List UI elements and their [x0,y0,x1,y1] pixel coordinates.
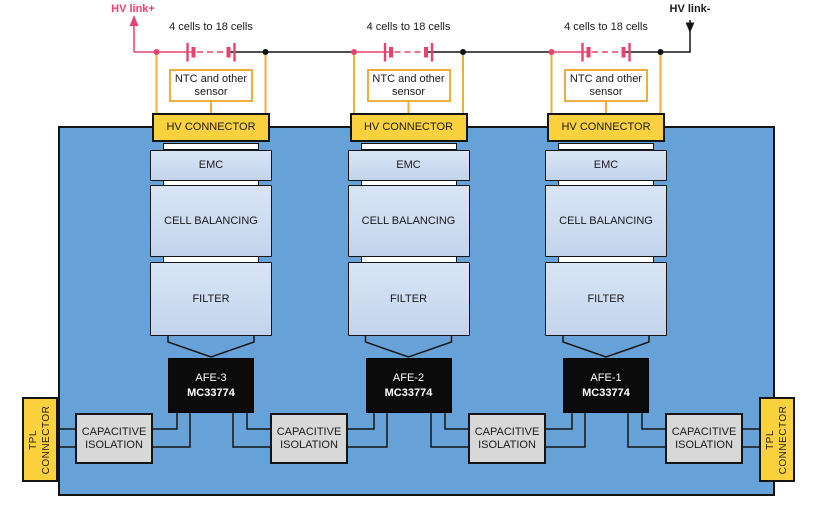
tpl-connector-label: TPL CONNECTOR [764,405,790,474]
ntc-line2: sensor [194,85,228,98]
bus-band [360,143,457,150]
hv-link-plus-label: HV link+ [111,3,155,15]
bus-band [558,143,654,150]
ntc-sensor-box-1: NTC and other sensor [169,69,253,102]
filter-label: FILTER [587,292,625,305]
filter-label: FILTER [192,292,230,305]
afe-name: AFE-3 [195,371,227,384]
junction-dots [153,49,664,55]
capacitive-isolation-2: CAPACITIVE ISOLATION [270,413,348,464]
afe-chip-2: AFE-2 MC33774 [365,358,452,413]
ntc-sensor-box-2: NTC and other sensor [366,69,451,102]
cell-balancing-label: CELL BALANCING [164,214,258,227]
tpl-line2: CONNECTOR [41,405,52,474]
emc-label: EMC [593,159,619,171]
filter-block-2: FILTER [347,262,470,336]
capacitive-isolation-line2: ISOLATION [675,438,733,451]
ntc-sensor-box-3: NTC and other sensor [564,69,648,102]
sensor-wires [155,52,662,117]
battery-cells-3 [581,43,631,62]
filter-block-1: FILTER [150,262,272,336]
cell-balancing-label: CELL BALANCING [361,214,456,227]
cells-label-1: 4 cells to 18 cells [169,21,253,33]
capacitive-isolation-4: CAPACITIVE ISOLATION [665,413,743,464]
capacitive-isolation-3: CAPACITIVE ISOLATION [468,413,546,464]
tpl-connector-label: TPL CONNECTOR [27,405,53,474]
cells-label-3: 4 cells to 18 cells [564,21,648,33]
capacitive-isolation-line1: CAPACITIVE [276,425,342,438]
filter-funnels [167,336,650,358]
cell-balancing-label: CELL BALANCING [559,214,653,227]
capacitive-isolation-line1: CAPACITIVE [671,425,737,438]
hv-link-plus-arrow [129,15,139,26]
afe-name: AFE-2 [392,371,425,384]
ntc-line2: sensor [589,85,623,98]
tpl-connector-right: TPL CONNECTOR [759,397,795,482]
ntc-line2: sensor [391,85,426,98]
hv-connector-3: HV CONNECTOR [547,113,665,142]
tpl-connector-left: TPL CONNECTOR [22,397,58,482]
ntc-line1: NTC and other [569,72,643,85]
capacitive-isolation-line1: CAPACITIVE [474,425,540,438]
afe-part-number: MC33774 [187,386,235,399]
emc-block-3: EMC [545,150,667,181]
cell-balancing-block-3: CELL BALANCING [545,185,667,257]
hv-connector-label: HV CONNECTOR [166,121,256,133]
bus-band [163,143,259,150]
capacitive-isolation-line1: CAPACITIVE [81,425,147,438]
ntc-line1: NTC and other [372,72,445,85]
emc-label: EMC [198,159,224,171]
ntc-line1: NTC and other [174,72,248,85]
hv-connector-2: HV CONNECTOR [349,113,468,142]
battery-cells-1 [186,43,236,62]
tpl-line1: TPL [765,429,776,450]
hv-connector-1: HV CONNECTOR [152,113,270,142]
emc-block-2: EMC [347,150,470,181]
afe-part-number: MC33774 [384,386,433,399]
hv-connector-label: HV CONNECTOR [363,121,454,133]
emc-label: EMC [396,159,421,171]
isolation-wires [58,413,759,448]
afe-name: AFE-1 [590,371,622,384]
afe-part-number: MC33774 [582,386,630,399]
hv-link-minus-label: HV link- [669,3,711,15]
hv-connector-label: HV CONNECTOR [561,121,651,133]
cell-balancing-block-1: CELL BALANCING [150,185,272,257]
tpl-line2: CONNECTOR [778,405,789,474]
capacitive-isolation-line2: ISOLATION [85,438,143,451]
cell-balancing-block-2: CELL BALANCING [347,185,470,257]
afe-chip-1: AFE-1 MC33774 [563,358,649,413]
hv-link-minus-arrow [685,22,695,33]
filter-block-3: FILTER [545,262,667,336]
filter-label: FILTER [389,292,428,305]
battery-cells-2 [383,43,434,62]
capacitive-isolation-1: CAPACITIVE ISOLATION [75,413,153,464]
capacitive-isolation-line2: ISOLATION [280,438,338,451]
emc-block-1: EMC [150,150,272,181]
tpl-line1: TPL [28,429,39,450]
cells-label-2: 4 cells to 18 cells [366,21,451,33]
capacitive-isolation-line2: ISOLATION [478,438,536,451]
afe-chip-3: AFE-3 MC33774 [168,358,254,413]
